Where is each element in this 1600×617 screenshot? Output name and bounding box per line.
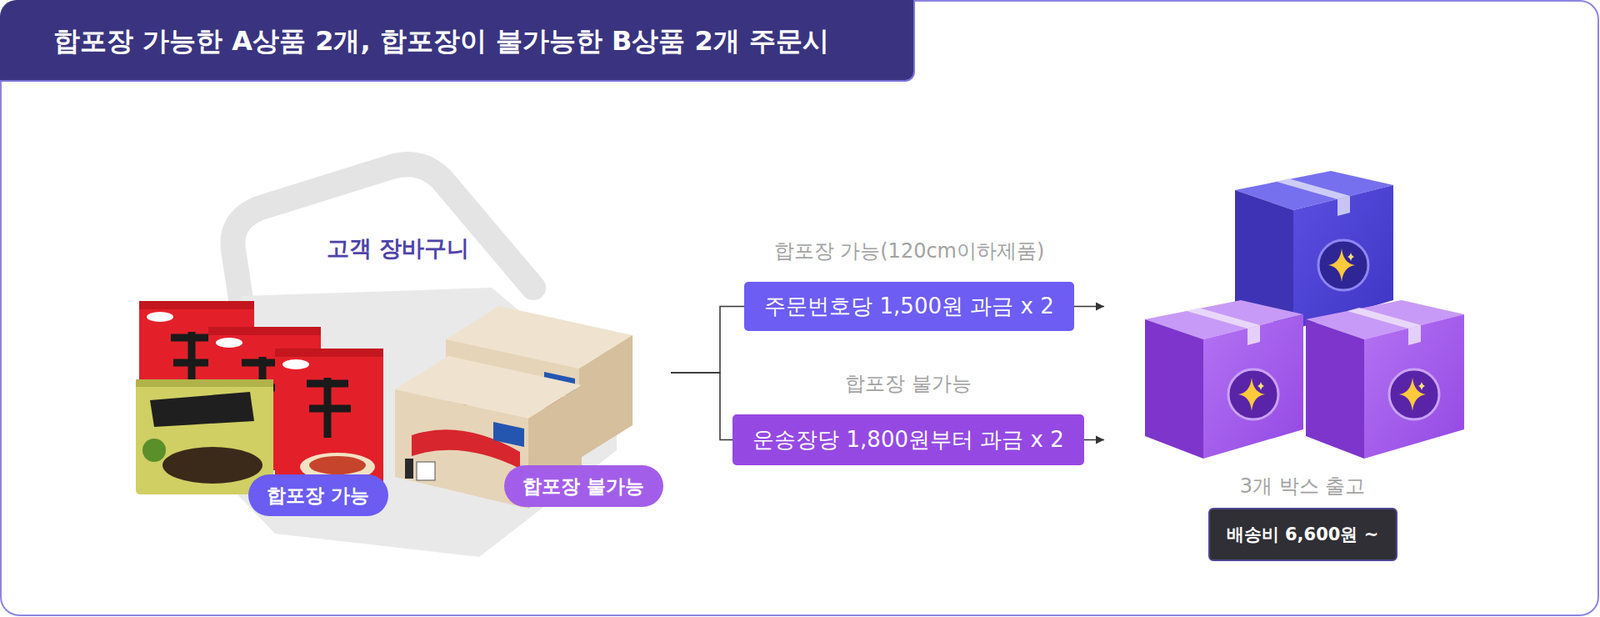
node-label: 배송비 6,600원 ~ — [1226, 522, 1380, 546]
pill-badge: 합포장 가능 — [248, 474, 389, 516]
ramen-packet — [282, 359, 310, 370]
pill-badge: 합포장 불가능 — [504, 465, 664, 507]
box-icon — [1247, 325, 1260, 345]
ramen-packet — [275, 348, 384, 357]
box-icon — [1399, 377, 1426, 411]
ramen-packet — [306, 377, 351, 438]
node-heading: 고객 장바구니 — [326, 235, 470, 262]
ramen-packet — [208, 326, 321, 335]
carton-box — [579, 335, 633, 459]
box-icon — [1238, 377, 1265, 411]
ramen-packet — [135, 300, 384, 495]
ramen-packet — [139, 300, 255, 310]
box-icon — [1305, 319, 1365, 459]
ramen-packet — [150, 391, 255, 427]
box-icon — [1145, 300, 1304, 459]
carton-box — [493, 421, 525, 447]
box-icon — [1408, 325, 1421, 345]
connector-line — [670, 372, 733, 440]
shipment-group: 3개 박스 출고배송비 6,600원 ~ — [1104, 158, 1505, 571]
node-label: 운송장당 1,800원부터 과금 x 2 — [752, 426, 1065, 453]
box-icon — [1203, 314, 1304, 459]
ramen-packet — [309, 455, 366, 475]
carton-box — [405, 458, 414, 479]
fee-box: 합포장 가능(120cm이하제품)주문번호당 1,500원 과금 x 2 — [744, 281, 1075, 331]
box-icon — [1328, 248, 1355, 282]
ramen-packet — [162, 446, 263, 484]
box-icon — [1389, 369, 1440, 420]
box-icon — [1347, 307, 1421, 329]
box-icon — [1186, 307, 1260, 329]
title-banner: 합포장 가능한 A상품 2개, 합포장이 불가능한 B상품 2개 주문시 — [0, 0, 915, 82]
node-heading: 합포장 불가능 — [845, 370, 972, 396]
box-icon — [1305, 300, 1465, 459]
shipping-fee-box: 배송비 6,600원 ~ — [1208, 507, 1398, 561]
node-heading: 3개 박스 출고 — [1240, 473, 1366, 499]
ramen-packet — [142, 438, 166, 462]
box-icon — [1364, 314, 1465, 459]
ramen-packet — [215, 337, 243, 348]
ramen-packet — [135, 379, 274, 387]
node-label: 주문번호당 1,500원 과금 x 2 — [764, 293, 1055, 320]
box-icon — [1337, 195, 1350, 216]
basket-illustration — [232, 164, 534, 305]
ramen-packet — [275, 348, 384, 492]
title-text: 합포장 가능한 A상품 2개, 합포장이 불가능한 B상품 2개 주문시 — [53, 25, 830, 57]
box-icon — [1318, 240, 1369, 290]
connector-line — [670, 306, 745, 374]
connector-line — [1074, 305, 1105, 308]
ramen-packet — [146, 311, 174, 322]
node-label: 합포장 불가능 — [522, 472, 645, 500]
fee-box: 합포장 불가능운송장당 1,800원부터 과금 x 2 — [732, 414, 1085, 465]
box-icon — [1145, 319, 1204, 459]
node-heading: 합포장 가능(120cm이하제품) — [774, 238, 1045, 264]
node-label: 합포장 가능 — [266, 481, 370, 509]
basket-group: 고객 장바구니합포장 가능 합포장 불가능 — [125, 175, 671, 567]
box-icon — [1228, 369, 1279, 420]
box-icon — [1276, 178, 1350, 200]
connector-line — [1084, 439, 1105, 441]
ramen-packet — [135, 379, 274, 495]
carton-box — [416, 461, 435, 480]
